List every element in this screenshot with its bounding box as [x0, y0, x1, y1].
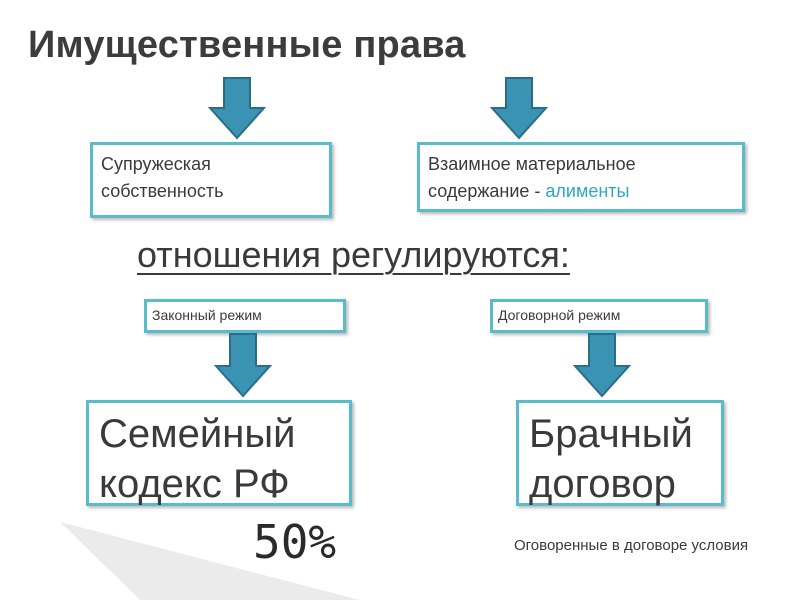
family-code-box: Семейный кодекс РФ: [86, 400, 352, 506]
alimony-highlight: алименты: [545, 181, 630, 201]
mutual-support-label: Взаимное материальное содержание -: [428, 154, 636, 201]
contractual-regime-label: Договорной режим: [498, 307, 621, 323]
contractual-regime-box: Договорной режим: [490, 299, 708, 333]
slide-title: Имущественные права: [28, 24, 466, 66]
down-arrow-icon: [490, 77, 548, 140]
spousal-property-label: Супружеская собственность: [101, 154, 224, 201]
relations-subtitle: отношения регулируются:: [137, 234, 570, 275]
marriage-contract-box: Брачный договор: [516, 400, 724, 506]
contract-terms-note: Оговоренные в договоре условия: [514, 537, 749, 554]
spousal-property-box: Супружеская собственность: [90, 142, 332, 218]
down-arrow-icon: [573, 333, 631, 398]
mutual-support-box: Взаимное материальное содержание - алиме…: [417, 142, 745, 212]
down-arrow-icon: [214, 333, 272, 398]
marriage-contract-line2: договор: [529, 462, 676, 506]
family-code-line2: кодекс РФ: [99, 462, 290, 506]
percent-label: 50%: [253, 515, 337, 569]
marriage-contract-line1: Брачный: [529, 412, 693, 456]
down-arrow-icon: [208, 77, 266, 140]
legal-regime-box: Законный режим: [144, 299, 346, 333]
family-code-line1: Семейный: [99, 412, 296, 456]
legal-regime-label: Законный режим: [152, 307, 262, 323]
